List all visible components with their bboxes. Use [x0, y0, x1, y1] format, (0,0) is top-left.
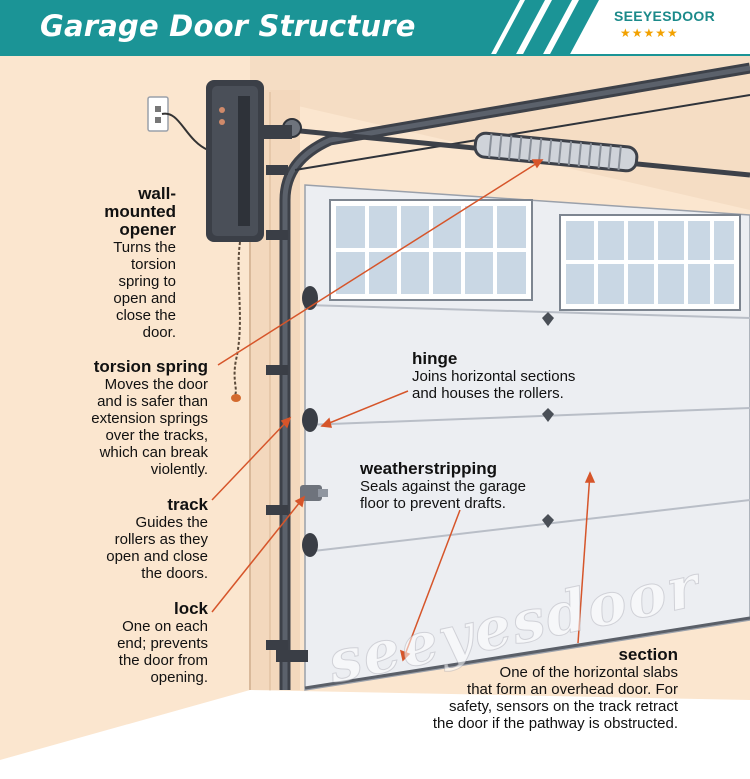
label-opener-heading-2: mounted [104, 202, 176, 221]
label-lock-desc-4: opening. [150, 669, 208, 686]
label-section-heading: section [618, 645, 678, 664]
label-opener-desc-4: open and [113, 290, 176, 307]
label-spring-desc-5: which can break [99, 444, 208, 461]
label-lock: lock One on each end; prevents the door … [60, 599, 208, 687]
label-opener-desc-6: door. [142, 324, 176, 341]
label-spring-desc-3: extension springs [91, 410, 208, 427]
label-lock-desc-2: end; prevents [117, 635, 208, 652]
door-window-left [329, 199, 533, 301]
label-hinge-desc-1: Joins horizontal sections [412, 368, 576, 385]
label-hinge-desc-2: and houses the rollers. [412, 385, 564, 402]
label-weatherstripping-heading: weatherstripping [360, 459, 497, 478]
track [279, 62, 750, 690]
label-opener-desc-3: spring to [118, 273, 176, 290]
label-hinge-heading: hinge [412, 349, 458, 368]
label-spring-desc-1: Moves the door [104, 376, 208, 393]
label-spring-desc-6: violently. [150, 461, 208, 478]
label-opener-heading-3: opener [119, 220, 176, 239]
label-track: track Guides the rollers as they open an… [60, 495, 208, 583]
label-lock-desc-3: the door from [118, 652, 208, 669]
label-section-desc-4: the door if the pathway is obstructed. [432, 715, 678, 732]
banner-stripes [495, 0, 599, 56]
label-spring-desc-2: and is safer than [97, 393, 208, 410]
garage-door [304, 184, 750, 691]
label-opener-heading-1: wall- [138, 184, 176, 203]
label-section-desc-1: One of the horizontal slabs [499, 664, 678, 681]
label-weatherstripping: weatherstripping Seals against the garag… [360, 459, 590, 513]
torsion-spring [269, 118, 750, 178]
label-torsion-spring: torsion spring Moves the door and is saf… [40, 357, 208, 479]
label-section-desc-2: that form an overhead door. For [467, 681, 678, 698]
label-hinge: hinge Joins horizontal sections and hous… [412, 349, 642, 403]
label-opener-desc-2: torsion [130, 256, 176, 273]
leader-lines [211, 159, 596, 662]
label-section-desc-3: safety, sensors on the track retract [449, 698, 678, 715]
track-brackets [266, 165, 308, 662]
title-banner-bg [0, 0, 520, 56]
lock [300, 485, 328, 501]
label-spring-heading: torsion spring [93, 357, 208, 376]
floor [0, 690, 750, 779]
brand-logo: SEEYESDOOR [614, 8, 716, 24]
label-lock-heading: lock [173, 599, 208, 618]
label-track-desc-2: rollers as they [114, 531, 208, 548]
label-weatherstripping-desc-2: floor to prevent drafts. [360, 495, 506, 512]
label-opener-desc-1: Turns the [113, 239, 176, 256]
label-opener-desc-5: close the [115, 307, 176, 324]
label-opener: wall- mounted opener Turns the torsion s… [60, 184, 176, 342]
door-window-right [559, 214, 741, 311]
rollers [302, 286, 318, 557]
label-weatherstripping-desc-1: Seals against the garage [360, 478, 526, 495]
label-track-heading: track [167, 495, 208, 514]
label-section: section One of the horizontal slabs that… [380, 645, 678, 733]
label-lock-desc-1: One on each [122, 618, 208, 635]
wall-outlet [147, 96, 209, 151]
page-title: Garage Door Structure [40, 9, 416, 43]
label-spring-desc-4: over the tracks, [105, 427, 208, 444]
rating-stars: ★★★★★ [620, 26, 679, 40]
wall-mounted-opener [206, 80, 292, 402]
label-track-desc-3: open and close [106, 548, 208, 565]
label-track-desc-1: Guides the [135, 514, 208, 531]
label-track-desc-4: the doors. [141, 565, 208, 582]
